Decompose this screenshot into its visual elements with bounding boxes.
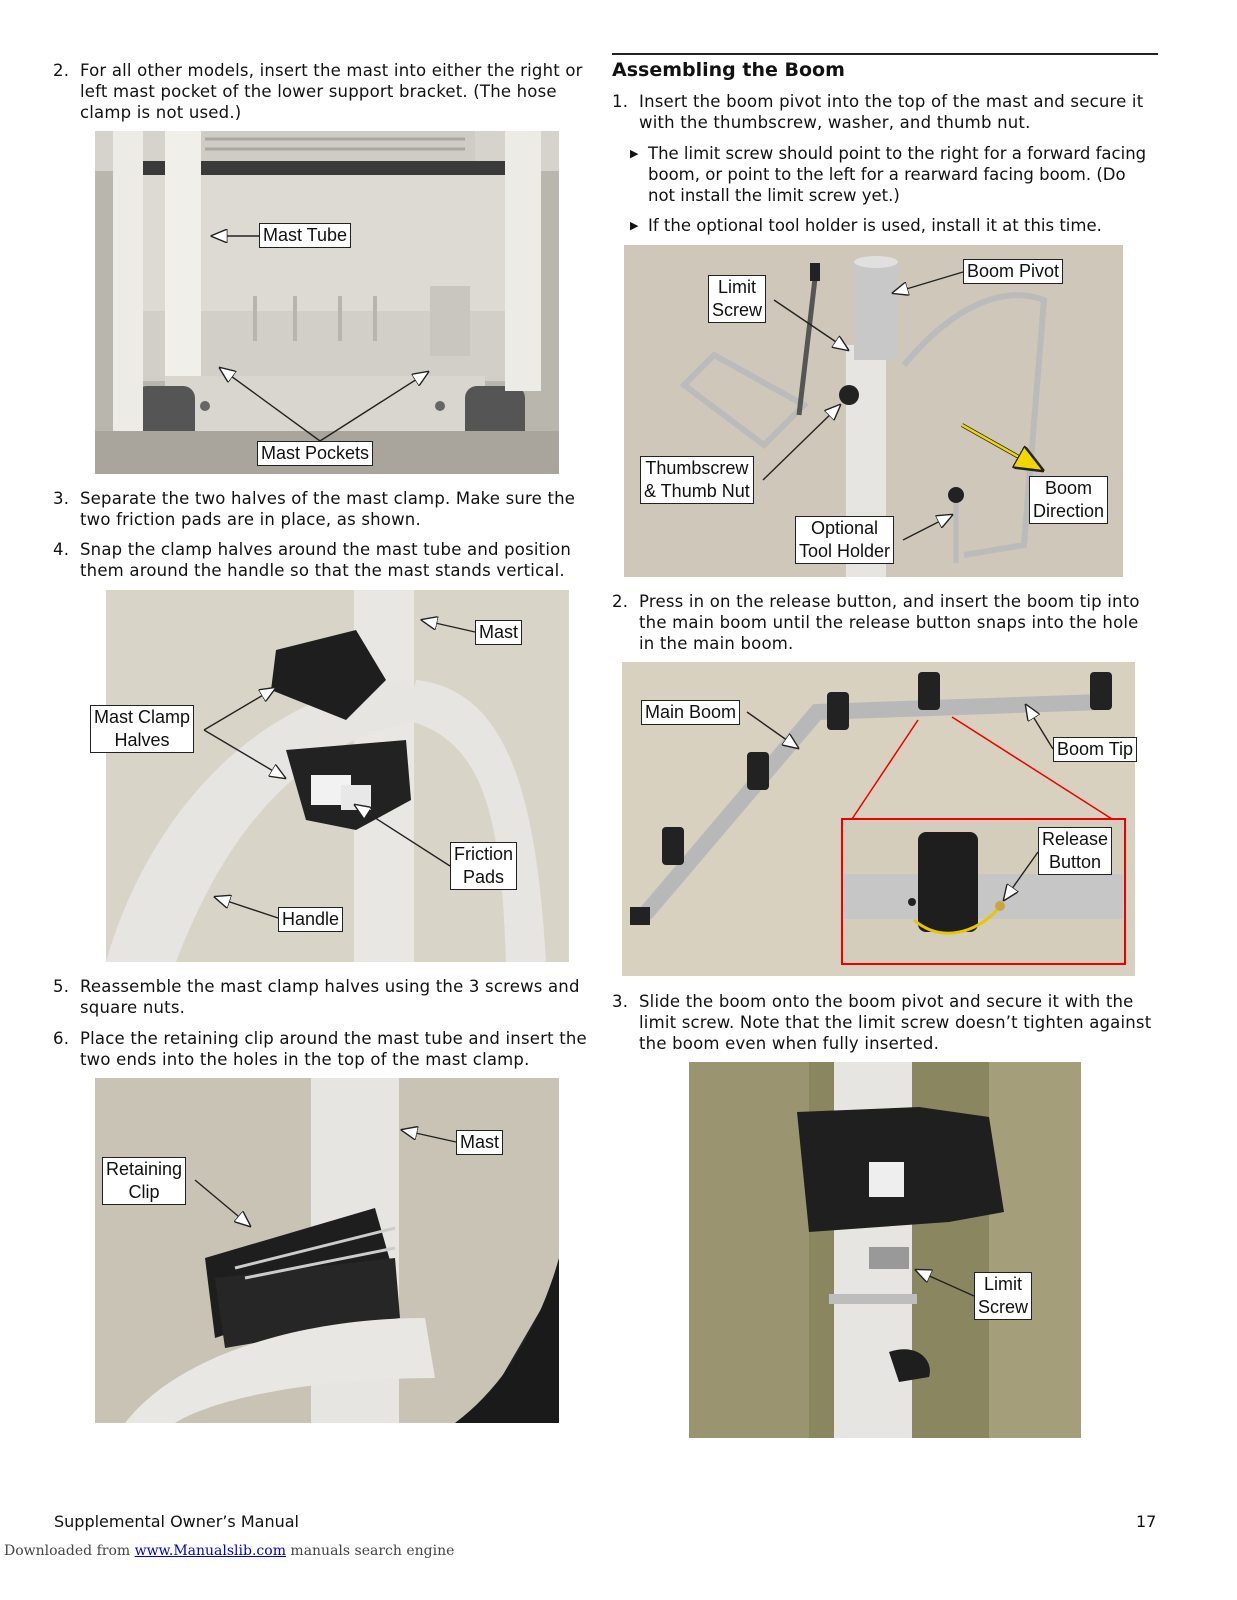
right-bullet-1: ▶The limit screw should point to the rig…: [630, 144, 1147, 205]
callout-mast-pockets: Mast Pockets: [257, 441, 374, 466]
left-step-5: 5.Reassemble the mast clamp halves using…: [53, 977, 580, 1017]
callout-boom-direction: Boom Direction: [1029, 476, 1109, 524]
right-bullet-2: ▶If the optional tool holder is used, in…: [630, 216, 1102, 235]
mast-clamp-illustration: [106, 590, 569, 962]
page-number: 17: [1136, 1512, 1157, 1531]
footer-title: Supplemental Owner’s Manual: [54, 1512, 299, 1531]
callout-thumbscrew: Thumbscrew & Thumb Nut: [640, 456, 754, 504]
bullet-triangle-icon: ▶: [630, 219, 639, 232]
callout-limit-screw-fig6: Limit Screw: [974, 1272, 1033, 1320]
figure-limit-screw-photo: [689, 1062, 1081, 1438]
manualslib-link[interactable]: www.Manualslib.com: [134, 1543, 286, 1559]
callout-friction-pads: Friction Pads: [450, 842, 518, 890]
left-step-6: 6.Place the retaining clip around the ma…: [53, 1029, 587, 1069]
figure-mast-clamp-photo: [106, 590, 569, 962]
left-step-4: 4.Snap the clamp halves around the mast …: [53, 540, 572, 580]
callout-limit-screw: Limit Screw: [708, 275, 767, 323]
mast-pockets-illustration: [95, 131, 559, 474]
left-step-3: 3.Separate the two halves of the mast cl…: [53, 489, 576, 529]
callout-mast: Mast: [475, 620, 523, 645]
callout-handle: Handle: [278, 907, 344, 932]
callout-mast-fig3: Mast: [456, 1130, 504, 1155]
limit-screw-illustration: [689, 1062, 1081, 1438]
callout-retaining-clip: Retaining Clip: [102, 1157, 187, 1205]
callout-release-button: Release Button: [1038, 827, 1113, 875]
callout-mast-clamp-halves: Mast Clamp Halves: [90, 705, 195, 753]
figure-mast-pockets-photo: [95, 131, 559, 474]
callout-mast-tube: Mast Tube: [259, 223, 352, 248]
download-notice: Downloaded from www.Manualslib.com manua…: [4, 1543, 455, 1559]
callout-boom-pivot: Boom Pivot: [963, 259, 1064, 284]
left-step-2: 2.For all other models, insert the mast …: [53, 61, 583, 122]
callout-main-boom: Main Boom: [641, 700, 741, 725]
section-heading: Assembling the Boom: [612, 59, 845, 81]
section-rule: [612, 53, 1158, 55]
bullet-triangle-icon: ▶: [630, 147, 639, 160]
callout-optional-tool-holder: Optional Tool Holder: [795, 516, 895, 564]
right-step-2: 2.Press in on the release button, and in…: [612, 592, 1140, 653]
right-step-1: 1.Insert the boom pivot into the top of …: [612, 92, 1144, 132]
right-step-3: 3.Slide the boom onto the boom pivot and…: [612, 992, 1152, 1053]
callout-boom-tip: Boom Tip: [1053, 737, 1138, 762]
